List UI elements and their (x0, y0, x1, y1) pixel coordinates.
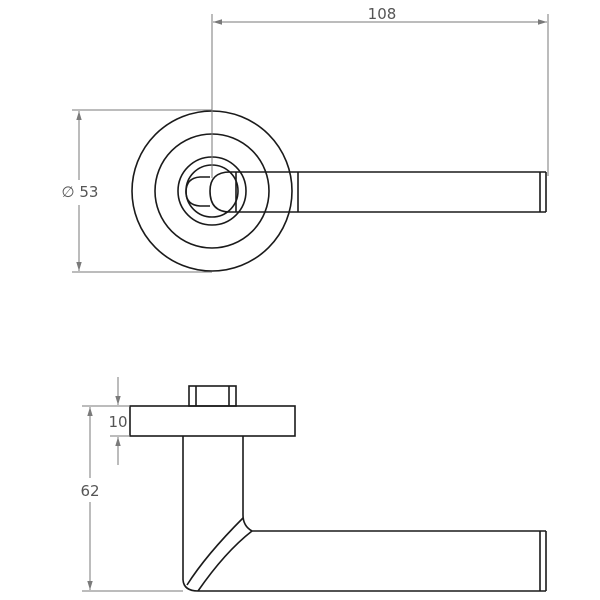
lever-arm-side (242, 514, 546, 532)
side-view: 10 62 (80, 377, 547, 592)
lever-arm-top (209, 171, 546, 213)
dim-diameter-label: ∅ 53 (62, 183, 99, 201)
elbow-curve-2 (186, 517, 244, 586)
dim-length-label: 108 (368, 5, 397, 23)
dim-thickness-label: 10 (108, 413, 127, 431)
top-view: 108 ∅ 53 (62, 5, 549, 273)
elbow-curve-1 (197, 530, 253, 592)
rose-plate-side (129, 405, 296, 437)
lever-underside (182, 579, 546, 592)
dim-projection-label: 62 (80, 482, 99, 500)
spindle-end (185, 176, 210, 207)
